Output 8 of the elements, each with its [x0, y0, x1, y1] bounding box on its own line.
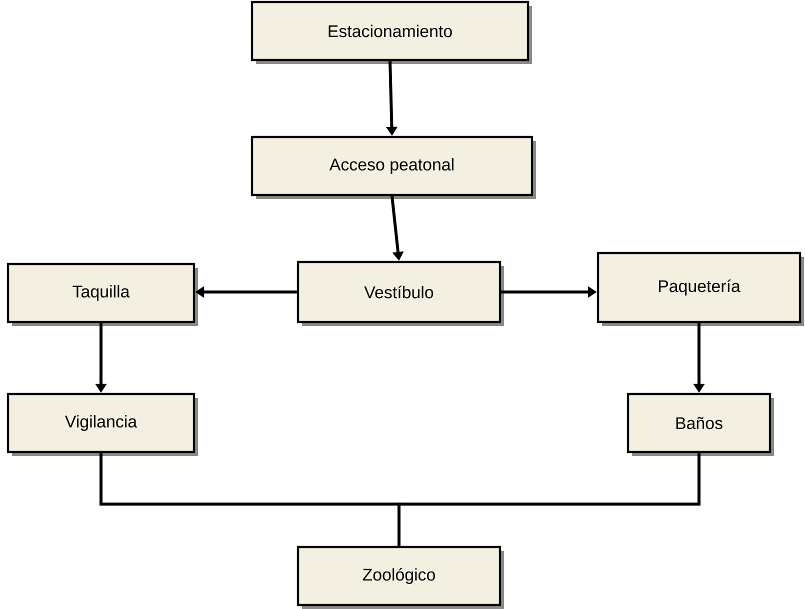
process-box: Baños	[626, 392, 774, 456]
process-box: Acceso peatonal	[250, 136, 536, 199]
process-box: Vestíbulo	[296, 260, 504, 326]
process-box: Vigilancia	[6, 392, 198, 456]
process-box: Paquetería	[596, 252, 804, 326]
process-box: Estacionamiento	[250, 0, 532, 64]
process-box: Taquilla	[6, 262, 198, 326]
process-box: Zoológico	[296, 546, 504, 609]
